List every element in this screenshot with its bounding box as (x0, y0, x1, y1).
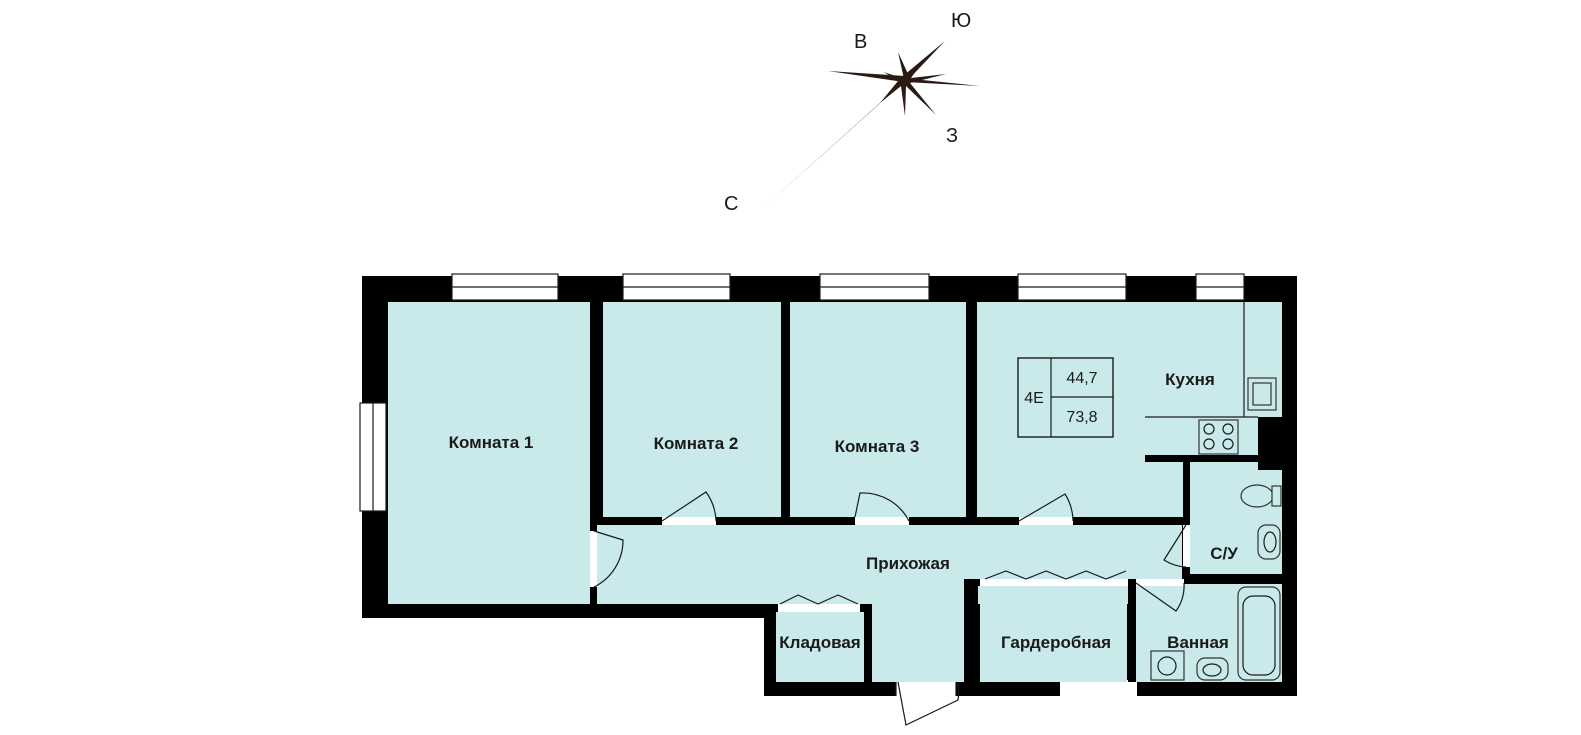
toilet (1240, 484, 1274, 508)
windows (359, 273, 1245, 512)
storage-area (776, 612, 864, 682)
bathroom-label: Ванная (1167, 633, 1229, 652)
room-1-area (388, 302, 590, 604)
folding-doors (778, 570, 1128, 612)
compass-star (880, 52, 946, 116)
hallway-lower (870, 600, 964, 682)
kitchen-fixtures (1145, 302, 1277, 455)
room-3-area (790, 302, 967, 517)
living-area-value: 44,7 (1066, 370, 1097, 387)
total-area-value: 73,8 (1066, 409, 1097, 426)
wardrobe-label: Гардеробная (1001, 633, 1111, 652)
room-2-area (603, 302, 781, 517)
storage-label: Кладовая (779, 633, 860, 652)
kitchen-label: Кухня (1165, 370, 1215, 389)
room-3-label: Комната 3 (835, 437, 920, 456)
wardrobe-area (980, 586, 1127, 682)
compass-needle-west (903, 78, 980, 86)
wc-label: С/У (1210, 544, 1238, 563)
apartment-info-box (1017, 357, 1114, 438)
compass-east-label: В (854, 31, 867, 53)
room-2-label: Комната 2 (654, 434, 739, 453)
compass-west-label: З (946, 125, 958, 147)
room-1-label: Комната 1 (449, 433, 534, 452)
compass-south-label: Ю (951, 10, 971, 32)
wc-fixtures (1240, 484, 1282, 560)
compass-needle-east (828, 71, 905, 82)
compass-rose (752, 41, 980, 218)
stove (1198, 419, 1239, 455)
bathroom-fixtures (1150, 586, 1281, 681)
rooms (388, 302, 1282, 682)
apartment-code: 4Е (1024, 390, 1044, 407)
bathtub (1237, 586, 1281, 681)
bath-sink (1196, 657, 1229, 681)
doors (590, 491, 1190, 726)
washing-machine (1150, 650, 1185, 681)
wc-sink (1257, 524, 1281, 560)
compass-north-label: С (724, 193, 738, 215)
hallway-label: Прихожая (866, 554, 950, 573)
